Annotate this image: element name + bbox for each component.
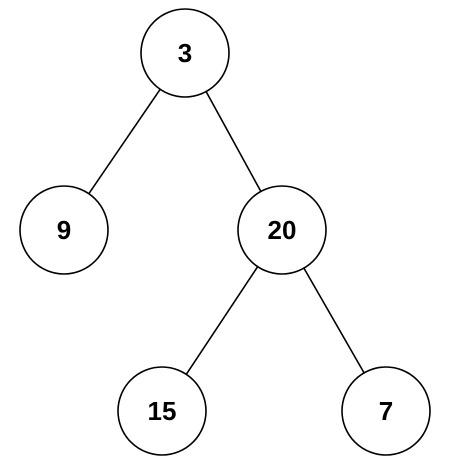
node-label: 9 bbox=[57, 215, 71, 245]
node-circle bbox=[19, 185, 109, 275]
tree-node-n7: 7 bbox=[341, 366, 431, 456]
node-label: 20 bbox=[268, 215, 297, 245]
node-label: 7 bbox=[379, 396, 393, 426]
edges-layer bbox=[88, 88, 365, 375]
node-circle bbox=[237, 185, 327, 275]
edge-n20-n15 bbox=[185, 266, 259, 375]
edge-n20-n7 bbox=[303, 267, 365, 374]
node-circle bbox=[117, 366, 207, 456]
node-circle bbox=[341, 366, 431, 456]
node-circle bbox=[140, 8, 230, 98]
nodes-layer: 3 9 20 15 7 bbox=[19, 8, 431, 456]
edge-n3-n9 bbox=[88, 88, 161, 195]
tree-node-n20: 20 bbox=[237, 185, 327, 275]
tree-node-n3: 3 bbox=[140, 8, 230, 98]
tree-node-n9: 9 bbox=[19, 185, 109, 275]
node-label: 3 bbox=[178, 38, 192, 68]
edge-n3-n20 bbox=[205, 91, 262, 192]
node-label: 15 bbox=[148, 396, 177, 426]
tree-node-n15: 15 bbox=[117, 366, 207, 456]
